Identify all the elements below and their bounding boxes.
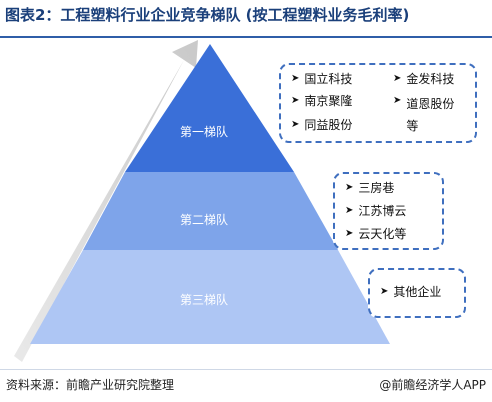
- tier-2-companies-box: ➤ 三房巷 ➤ 江苏博云 ➤ 云天化等: [333, 172, 444, 250]
- chart-title: 图表2：工程塑料行业企业竞争梯队 (按工程塑料业务毛利率): [5, 6, 410, 24]
- bullet-arrow-icon: ➤: [345, 205, 354, 216]
- competition-pyramid-diagram: 第一梯队 第二梯队 第三梯队 ➤ 国立科技 ➤ 金发科技 ➤ 南京聚隆 ➤ 道恩…: [0, 38, 492, 368]
- bullet-arrow-icon: ➤: [393, 95, 402, 106]
- pyramid-tier-3: [30, 250, 390, 344]
- company-name: 三房巷: [358, 181, 395, 195]
- company-name: 云天化等: [358, 227, 407, 241]
- bullet-arrow-icon: ➤: [291, 95, 300, 106]
- footer-divider: [0, 369, 492, 370]
- brand-credit: @前瞻经济学人APP: [379, 378, 486, 392]
- company-name: 同益股份: [304, 118, 353, 132]
- company-item: ➤ 江苏博云: [345, 203, 406, 219]
- company-item: ➤ 国立科技: [291, 71, 352, 87]
- tier-1-companies-box: ➤ 国立科技 ➤ 金发科技 ➤ 南京聚隆 ➤ 道恩股份 等 ➤ 同益股份: [279, 63, 477, 143]
- company-item: ➤ 南京聚隆: [291, 93, 352, 109]
- company-name: 道恩股份 等: [406, 97, 455, 133]
- pyramid-svg: 第一梯队 第二梯队 第三梯队: [14, 40, 390, 362]
- pyramid-tier-2: [83, 172, 338, 250]
- bullet-arrow-icon: ➤: [393, 73, 402, 84]
- tier-2-label: 第二梯队: [180, 212, 228, 227]
- tier-1-label: 第一梯队: [180, 124, 228, 139]
- company-item: ➤ 同益股份: [291, 117, 352, 133]
- bullet-arrow-icon: ➤: [380, 286, 389, 297]
- bullet-arrow-icon: ➤: [291, 73, 300, 84]
- company-item: ➤ 云天化等: [345, 226, 406, 242]
- company-item: ➤ 金发科技: [393, 71, 454, 87]
- diagonal-arrow-icon: [14, 40, 198, 362]
- company-name: 金发科技: [406, 72, 455, 86]
- company-name: 南京聚隆: [304, 94, 353, 108]
- bullet-arrow-icon: ➤: [345, 182, 354, 193]
- company-item: ➤ 道恩股份 等: [393, 93, 454, 137]
- company-item: ➤ 其他企业: [380, 284, 441, 300]
- company-item: ➤ 三房巷: [345, 180, 394, 196]
- bullet-arrow-icon: ➤: [291, 119, 300, 130]
- bullet-arrow-icon: ➤: [345, 228, 354, 239]
- title-divider: [0, 36, 492, 38]
- company-name: 国立科技: [304, 72, 353, 86]
- tier-3-label: 第三梯队: [180, 292, 228, 307]
- source-note: 资料来源：前瞻产业研究院整理: [6, 378, 175, 392]
- company-name: 江苏博云: [358, 204, 407, 218]
- pyramid-tier-1: [125, 44, 294, 172]
- company-name: 其他企业: [393, 285, 442, 299]
- tier-3-companies-box: ➤ 其他企业: [368, 268, 466, 318]
